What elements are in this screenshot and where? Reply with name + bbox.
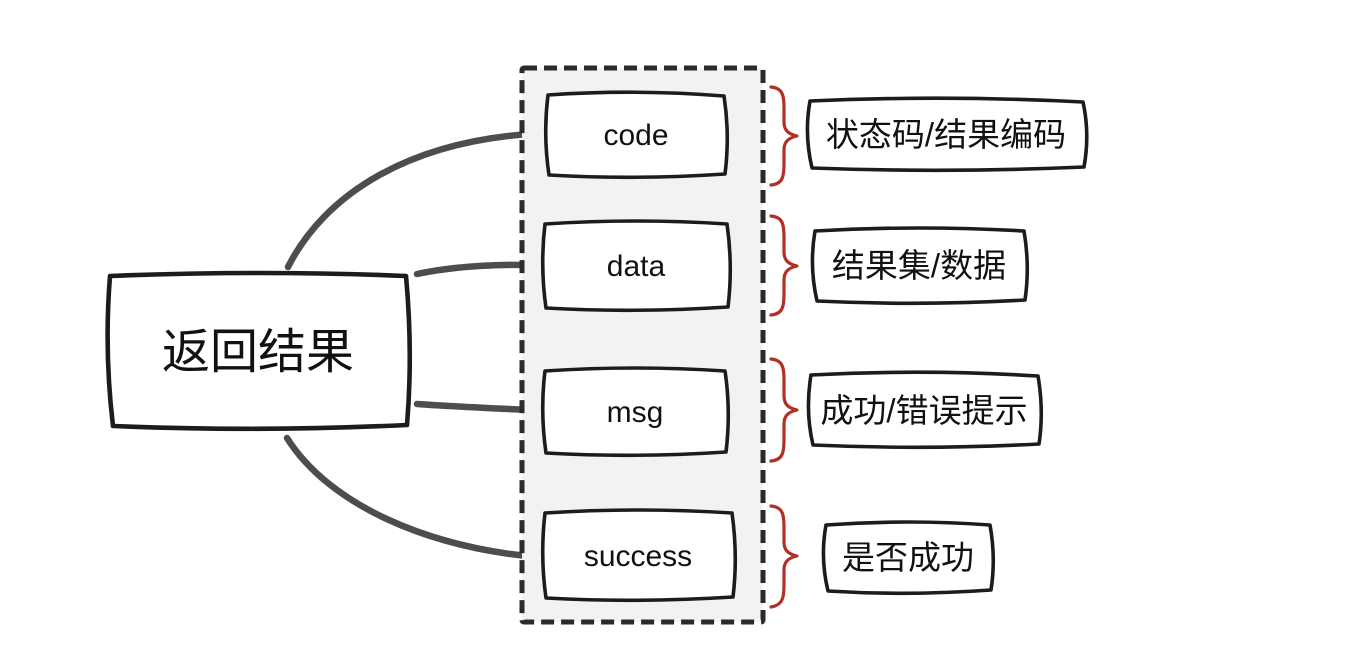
root-node: 返回结果 xyxy=(105,270,413,432)
connectors xyxy=(283,129,553,562)
desc-box-success xyxy=(821,520,996,596)
field-row-msg: msg 成功/错误提示 xyxy=(540,357,1044,463)
field-row-code: code 状态码/结果编码 xyxy=(543,85,1089,187)
root-node-label-text: 返回结果 xyxy=(162,326,354,379)
desc-box-data xyxy=(810,226,1030,306)
desc-label-success: 是否成功 xyxy=(842,539,974,576)
field-label-code: code xyxy=(603,119,668,152)
desc-box-code xyxy=(805,96,1089,173)
desc-box-msg xyxy=(806,370,1044,450)
field-row-success: success 是否成功 xyxy=(540,504,996,609)
desc-label-data: 结果集/数据 xyxy=(832,247,1006,284)
root-box-shape xyxy=(105,270,413,432)
brace-success xyxy=(769,504,799,609)
connector-root-to-code xyxy=(284,129,552,271)
field-label-msg: msg xyxy=(607,396,664,429)
field-box-msg xyxy=(540,366,731,458)
brace-code xyxy=(769,85,799,187)
fields-group-container xyxy=(519,65,766,625)
field-box-data xyxy=(540,219,733,313)
brace-msg xyxy=(769,357,799,463)
field-row-data: data 结果集/数据 xyxy=(540,214,1030,317)
field-label-success: success xyxy=(584,540,692,573)
desc-label-msg: 成功/错误提示 xyxy=(820,392,1027,429)
brace-data xyxy=(769,214,799,317)
field-label-data: data xyxy=(607,250,666,283)
field-box-success xyxy=(540,508,738,603)
connector-root-to-success xyxy=(283,434,552,562)
field-box-code xyxy=(543,90,730,180)
desc-label-code: 状态码/结果编码 xyxy=(826,116,1066,153)
